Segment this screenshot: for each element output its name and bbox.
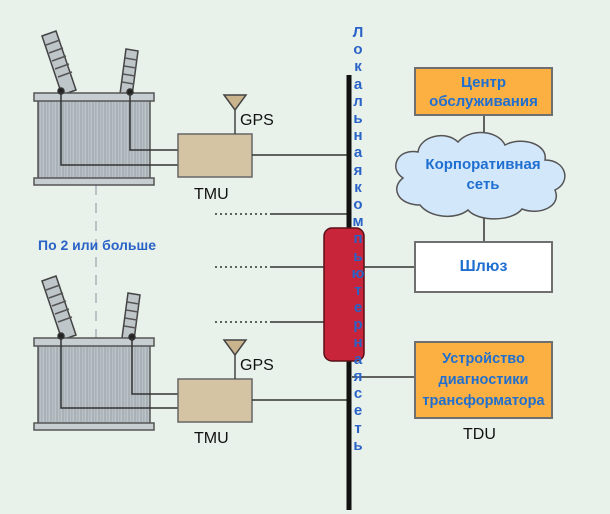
transformer-tank [37, 340, 151, 428]
lan-vertical-letter: я [353, 368, 363, 386]
lan-vertical-letter: а [353, 75, 363, 93]
lan-vertical-letter: р [353, 316, 363, 334]
lan-vertical-letter: Л [352, 24, 364, 41]
bushing-icon [41, 30, 77, 96]
network-switch [323, 227, 365, 362]
diagnostic-device-box: Устройство диагностики трансформатора [414, 341, 553, 419]
lan-vertical-letter: н [353, 333, 363, 351]
lan-vertical-letter: т [354, 282, 362, 300]
lan-vertical-letter: я [353, 161, 363, 179]
tmu-label-top: TMU [194, 186, 229, 203]
bushing-icon [41, 275, 77, 341]
tmu-box-top [177, 133, 253, 178]
gateway-box: Шлюз [414, 241, 553, 293]
lan-vertical-letter: н [353, 127, 363, 145]
transformer-top [33, 30, 178, 186]
gps-label-top: GPS [240, 112, 274, 129]
lan-vertical-letter: ю [351, 264, 365, 282]
tdu-label: TDU [463, 426, 496, 443]
gps-antenna-icon [222, 339, 248, 357]
transformer-tank [37, 95, 151, 183]
cloud-shape [395, 131, 566, 220]
gateway-label: Шлюз [459, 258, 508, 275]
transformer-bottom [33, 275, 178, 431]
lan-vertical-letter: л [353, 92, 363, 110]
lan-vertical-letter: ь [353, 436, 363, 454]
multiplicity-label: По 2 или больше [38, 237, 156, 253]
lan-vertical-letter: о [353, 196, 363, 214]
lan-vertical-letter: к [354, 178, 362, 196]
bushing-icon [121, 292, 141, 341]
corporate-network-label: Корпоративная сеть [425, 156, 541, 193]
lan-vertical-letter: а [353, 144, 363, 162]
gps-antenna-icon [222, 94, 248, 112]
tmu-label-bottom: TMU [194, 430, 229, 447]
lan-vertical-letter: о [353, 41, 363, 59]
lan-vertical-letter: ь [353, 247, 363, 265]
dotted-links [215, 213, 270, 323]
lan-vertical-letter: ь [353, 110, 363, 128]
lan-vertical-letter: с [353, 385, 363, 403]
lan-vertical-letter: к [354, 58, 362, 76]
lan-vertical-letter: а [353, 350, 363, 368]
diagnostic-device-label: Устройство диагностики трансформатора [422, 350, 545, 409]
lan-vertical-letter: е [353, 299, 363, 317]
lan-vertical-letter: т [354, 419, 362, 437]
service-center-label: Центр обслуживания [429, 73, 538, 110]
lan-vertical-letter: п [353, 230, 363, 248]
service-center-box: Центр обслуживания [414, 67, 553, 116]
lan-vertical-letter: е [353, 402, 363, 420]
tmu-box-bottom [177, 378, 253, 423]
lan-vertical-letter: м [352, 213, 364, 231]
gps-label-bottom: GPS [240, 357, 274, 374]
